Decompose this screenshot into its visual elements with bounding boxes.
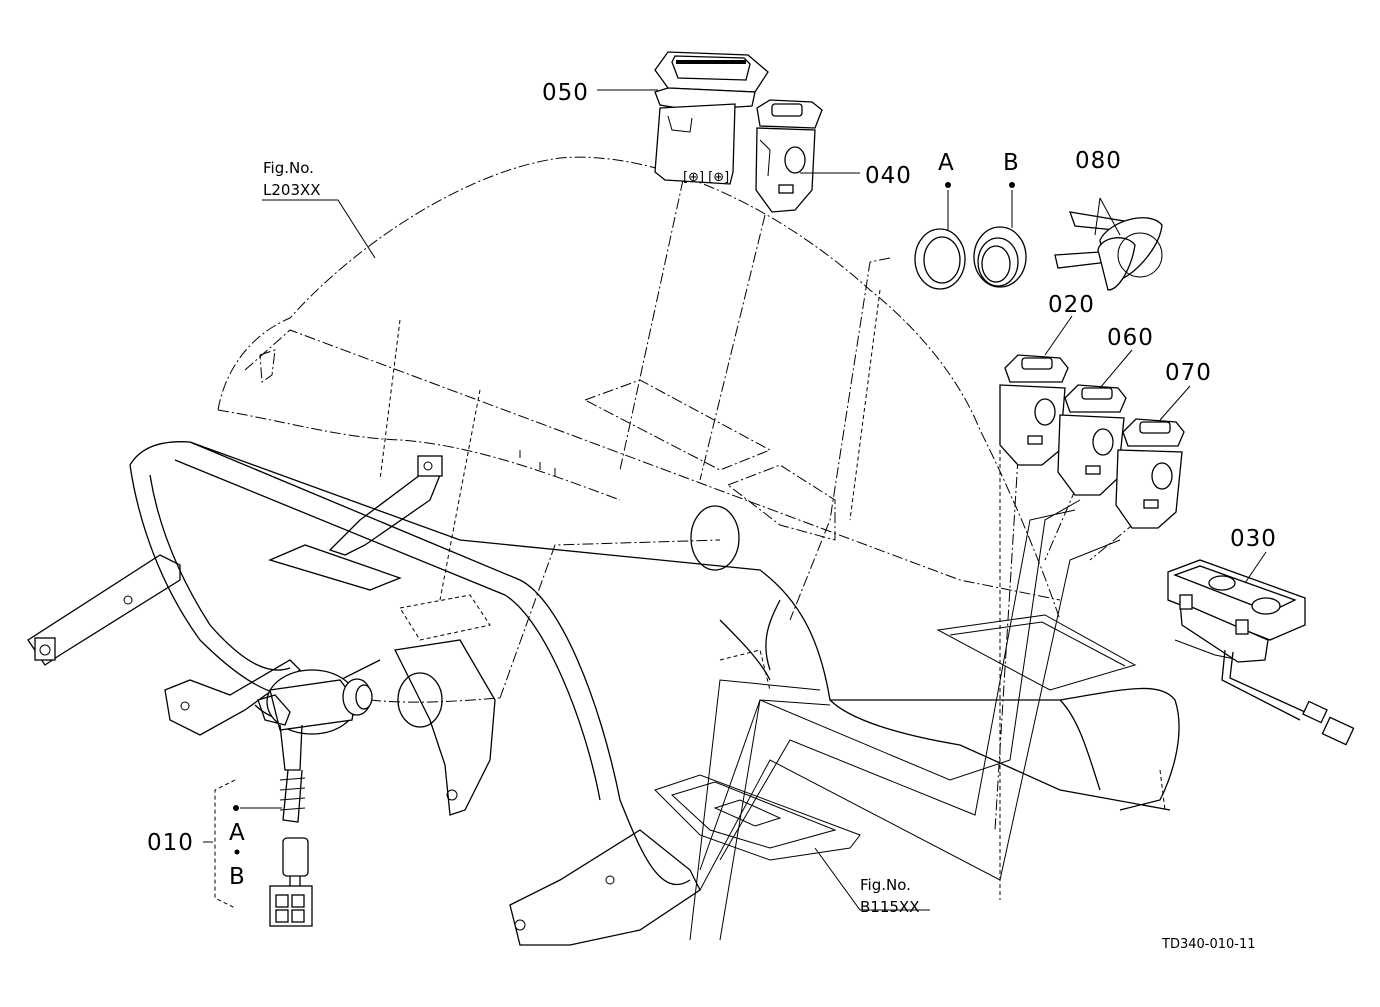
part-040-switch xyxy=(755,99,823,213)
dash-panel-body xyxy=(129,441,1180,886)
label-070: 070 xyxy=(1165,360,1212,386)
ref-top-line1: Fig.No. xyxy=(263,159,314,177)
part-a-ring xyxy=(914,182,966,290)
labels: 050 040 A B 080 020 060 070 030 010 A B … xyxy=(147,80,1277,952)
label-040: 040 xyxy=(865,163,912,189)
part-050-indicator-switch: [⊕] [⊕] xyxy=(654,51,769,185)
part-050-marking: [⊕] [⊕] xyxy=(683,170,729,185)
part-010-key-switch xyxy=(214,669,373,927)
panel-openings xyxy=(397,379,836,728)
part-030-connector-panel xyxy=(1167,559,1355,746)
label-b: B xyxy=(1003,150,1020,176)
label-080: 080 xyxy=(1075,148,1122,174)
label-010-a: A xyxy=(229,820,246,846)
label-010: 010 xyxy=(147,830,194,856)
part-060-switch xyxy=(1057,384,1127,496)
panel-cover-outline xyxy=(217,156,1061,621)
part-020-switch xyxy=(999,354,1069,466)
ref-bottom-line2: B115XX xyxy=(860,898,919,916)
drawing-code: TD340-010-11 xyxy=(1161,937,1256,952)
ref-bottom-line1: Fig.No. xyxy=(860,876,911,894)
part-b-bezel xyxy=(973,182,1027,288)
label-060: 060 xyxy=(1107,325,1154,351)
leader-lines xyxy=(203,89,1267,911)
part-080-keys xyxy=(1054,197,1163,291)
label-a: A xyxy=(938,150,955,176)
ref-top-line2: L203XX xyxy=(263,181,321,199)
label-010-b: B xyxy=(229,864,246,890)
label-020: 020 xyxy=(1048,292,1095,318)
label-050: 050 xyxy=(542,80,589,106)
part-070-switch xyxy=(1115,418,1185,529)
label-030: 030 xyxy=(1230,526,1277,552)
wiring-routing-lines xyxy=(369,179,1241,900)
